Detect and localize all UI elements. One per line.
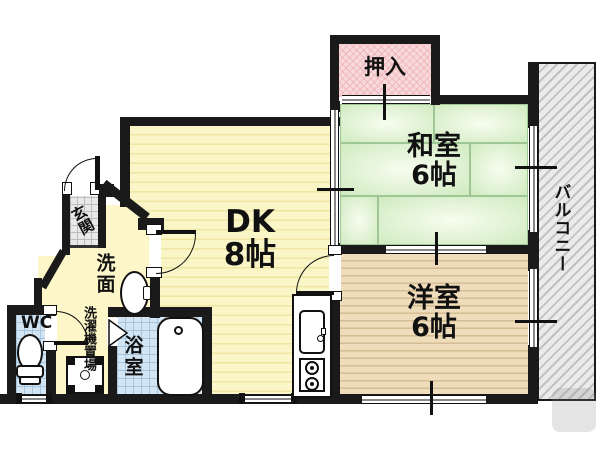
panel-mark <box>435 232 438 265</box>
washing-machine-dial <box>80 370 90 380</box>
window-yoshitsu-balcony <box>529 269 538 347</box>
panel-mark <box>430 381 433 415</box>
room-label-laundry: 洗濯機置場 <box>81 306 97 371</box>
window-dk-south <box>244 395 292 403</box>
tatami-mat <box>378 196 528 245</box>
washing-machine-corner <box>68 385 75 392</box>
washbasin-tap <box>143 286 151 300</box>
wall-segment <box>108 307 212 317</box>
dk-door-leaf <box>156 230 196 234</box>
sliding-door-dk-washitsu <box>330 110 339 245</box>
bathtub-drain <box>174 326 183 335</box>
wc-door-leaf <box>54 341 88 345</box>
bath-door-icon <box>108 319 129 348</box>
wall-segment <box>98 194 106 248</box>
room-label-senmen: 洗面 <box>93 252 116 295</box>
sliding-door-closet <box>342 95 430 104</box>
kitchen-faucet-dot <box>317 335 324 342</box>
wall-segment <box>431 95 538 104</box>
wall-segment <box>7 305 56 315</box>
stove-burner-dot <box>310 382 314 386</box>
tatami-mat <box>340 143 470 196</box>
kitchen-faucet <box>321 328 326 335</box>
panel-mark <box>317 188 354 191</box>
wall-segment <box>62 183 70 255</box>
stove-burner-dot <box>310 366 314 370</box>
wall-segment <box>98 184 114 197</box>
balcony-area <box>537 62 596 401</box>
window-end-cap <box>291 393 297 404</box>
wall-segment <box>330 35 339 105</box>
room-label-wc: WC <box>21 313 53 333</box>
washing-machine-corner <box>95 385 102 392</box>
kitchen-sink-icon <box>299 310 325 354</box>
door-jamb <box>43 305 57 315</box>
window-yoshitsu-south <box>362 395 486 404</box>
tatami-mat <box>340 104 434 143</box>
tatami-mat <box>340 196 378 245</box>
window-end-cap <box>46 393 52 404</box>
wall-segment <box>150 276 160 318</box>
room-label-bath: 浴室 <box>121 335 144 379</box>
washing-machine-corner <box>95 358 102 365</box>
wall-segment <box>120 117 130 207</box>
door-jamb <box>328 245 342 255</box>
panel-mark <box>515 166 557 169</box>
entrance-door-leaf <box>95 156 100 190</box>
wall-segment <box>202 307 212 404</box>
door-opening <box>45 316 57 344</box>
wall-segment <box>528 230 538 271</box>
door-jamb <box>43 341 57 351</box>
tatami-mat <box>434 104 528 143</box>
wall-segment <box>330 101 340 112</box>
yoshitsu-door-leaf <box>296 291 334 295</box>
wall-segment <box>330 293 340 404</box>
wall-segment <box>34 278 42 310</box>
window-washitsu-balcony <box>529 126 538 232</box>
room-yoshitsu-floor <box>340 254 528 394</box>
door-jamb <box>146 224 162 235</box>
window-end-cap <box>16 393 22 404</box>
entry-step-line <box>70 245 100 248</box>
room-label-balcony: バルコニー <box>550 182 571 273</box>
wall-segment <box>528 345 538 404</box>
wall-segment <box>7 305 16 400</box>
wall-segment <box>330 35 440 44</box>
toilet-base <box>19 376 41 385</box>
window-wc <box>21 395 47 403</box>
wall-segment <box>120 117 340 126</box>
wall-segment <box>431 35 440 105</box>
wall-segment <box>46 344 56 398</box>
entry-tile <box>70 196 100 247</box>
panel-mark <box>515 320 557 323</box>
entrance-door-swing-arc <box>64 158 97 191</box>
tatami-mat <box>470 143 528 196</box>
panel-mark <box>383 84 386 120</box>
wall-segment <box>528 62 538 128</box>
room-label-oshiire: 押入 <box>364 55 406 79</box>
window-end-cap <box>239 393 245 404</box>
wall-segment <box>108 346 117 404</box>
washing-machine-corner <box>68 358 75 365</box>
watermark <box>552 388 596 432</box>
